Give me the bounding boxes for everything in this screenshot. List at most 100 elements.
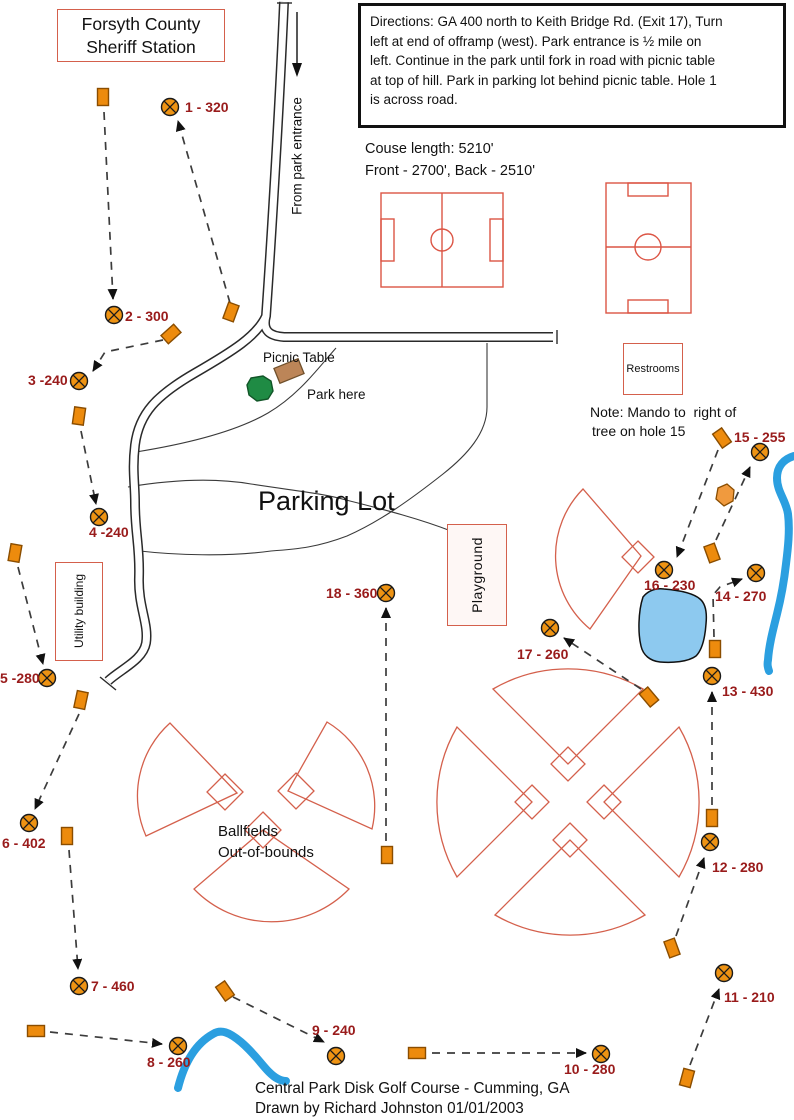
hole-10-basket-icon (591, 1044, 611, 1064)
hole-2-tee-icon (96, 87, 110, 107)
tree-icon (246, 375, 274, 402)
hole-6-label: 6 - 402 (2, 835, 46, 851)
hole-10-label: 10 - 280 (564, 1061, 616, 1077)
soccer-field-west (380, 192, 504, 288)
hole-5-tee-icon (7, 542, 23, 564)
hole-16-basket-icon (654, 560, 674, 580)
hole-15-tee-icon (703, 542, 721, 564)
hole-7-label: 7 - 460 (91, 978, 135, 994)
pond (638, 588, 708, 664)
river-east (763, 452, 794, 675)
parking-lot-label: Parking Lot (258, 486, 395, 516)
hole-11-flight-path (689, 988, 721, 1066)
creek-south (174, 1027, 290, 1092)
playground-label: Playground (469, 537, 485, 613)
hole-12-tee-icon (663, 937, 681, 959)
hole-2-basket-icon (104, 305, 124, 325)
hole-17-tee-icon (638, 685, 660, 709)
hole-18-basket-icon (376, 583, 396, 603)
hole-16-label: 16 - 230 (644, 577, 696, 593)
hole-8-basket-icon (168, 1036, 188, 1056)
mando-tree-icon (715, 483, 735, 507)
restrooms-label: Restrooms (626, 363, 680, 375)
hole-6-basket-icon (19, 813, 39, 833)
ballfield-single (554, 488, 655, 630)
hole-9-basket-icon (326, 1046, 346, 1066)
hole-12-basket-icon (700, 832, 720, 852)
hole-7-basket-icon (69, 976, 89, 996)
hole-8-tee-icon (26, 1024, 46, 1038)
hole-9-tee-icon (214, 979, 236, 1003)
hole-1-tee-icon (222, 301, 240, 323)
hole-1-flight-path (175, 120, 231, 304)
hole-3-tee-icon (160, 323, 182, 345)
hole-3-flight-path (92, 339, 164, 372)
hole-14-tee-icon (708, 639, 722, 659)
picnic-table-label: Picnic Table (263, 350, 335, 365)
road-network (99, 2, 557, 691)
soccer-field-east (605, 182, 692, 314)
hole-10-tee-icon (407, 1046, 427, 1060)
hole-5-flight-path (17, 566, 46, 665)
hole-9-label: 9 - 240 (312, 1022, 356, 1038)
hole-11-basket-icon (714, 963, 734, 983)
hole-1-label: 1 - 320 (185, 99, 229, 115)
hole-6-flight-path (34, 713, 80, 810)
hole-2-label: 2 - 300 (125, 308, 169, 324)
park-here-label: Park here (307, 387, 366, 402)
entrance-direction-arrow-icon (292, 12, 302, 77)
hole-16-tee-icon (711, 426, 733, 450)
hole-17-label: 17 - 260 (517, 646, 569, 662)
hole-13-basket-icon (702, 666, 722, 686)
parking-lot-top-edge (135, 347, 337, 453)
hole-18-tee-icon (380, 845, 394, 865)
hole-13-label: 13 - 430 (722, 683, 774, 699)
hole-4-tee-icon (71, 406, 87, 426)
sheriff-station-box: Forsyth County Sheriff Station (57, 9, 225, 62)
utility-building-box (55, 562, 103, 661)
hole-15-flight-path (715, 466, 751, 541)
hole-7-flight-path (68, 849, 83, 970)
hole-4-basket-icon (89, 507, 109, 527)
directions-box: Directions: GA 400 north to Keith Bridge… (358, 3, 786, 128)
hole-4-flight-path (80, 430, 99, 505)
hole-12-label: 12 - 280 (712, 859, 764, 875)
hole-15-basket-icon (750, 442, 770, 462)
hole-2-flight-path (103, 111, 118, 300)
course-title-footer: Central Park Disk Golf Course - Cumming,… (255, 1080, 570, 1097)
road-end-cap-bottom (99, 676, 117, 691)
hole-11-tee-icon (678, 1067, 696, 1089)
hole-5-basket-icon (37, 668, 57, 688)
hole-1-basket-icon (160, 97, 180, 117)
ballfield-cluster-east (436, 668, 700, 936)
hole-7-tee-icon (60, 826, 74, 846)
parking-lot-inner-edge (127, 479, 452, 532)
hole-13-tee-icon (705, 808, 719, 828)
picnic-table-icon (273, 357, 305, 385)
hole-9-flight-path (232, 996, 325, 1043)
parking-lot-outer-edge (139, 343, 488, 556)
ballfields-oob-label: Ballfields Out-of-bounds (218, 823, 314, 861)
hole-4-label: 4 -240 (89, 524, 129, 540)
hole-17-flight-path (563, 637, 642, 690)
playground-box (447, 524, 507, 626)
restrooms-box: Restrooms (623, 343, 683, 395)
hole-15-label: 15 - 255 (734, 429, 786, 445)
hole-14-basket-icon (746, 563, 766, 583)
author-footer: Drawn by Richard Johnston 01/01/2003 (255, 1100, 524, 1117)
mando-note-line2: tree on hole 15 (592, 423, 686, 439)
hole-16-flight-path (675, 449, 719, 558)
hole-5-label: 5 -280 (0, 670, 40, 686)
from-park-entrance-label: From park entrance (289, 97, 305, 215)
hole-14-label: 14 - 270 (715, 588, 767, 604)
utility-building-label: Utility building (72, 573, 86, 649)
holes-layer (7, 87, 770, 1089)
mando-note-line1: Note: Mando to right of (590, 404, 737, 420)
hole-8-flight-path (49, 1031, 163, 1048)
hole-3-basket-icon (69, 371, 89, 391)
hole-8-label: 8 - 260 (147, 1054, 191, 1070)
hole-14-flight-path (712, 577, 743, 638)
hole-18-label: 18 - 360 (326, 585, 378, 601)
